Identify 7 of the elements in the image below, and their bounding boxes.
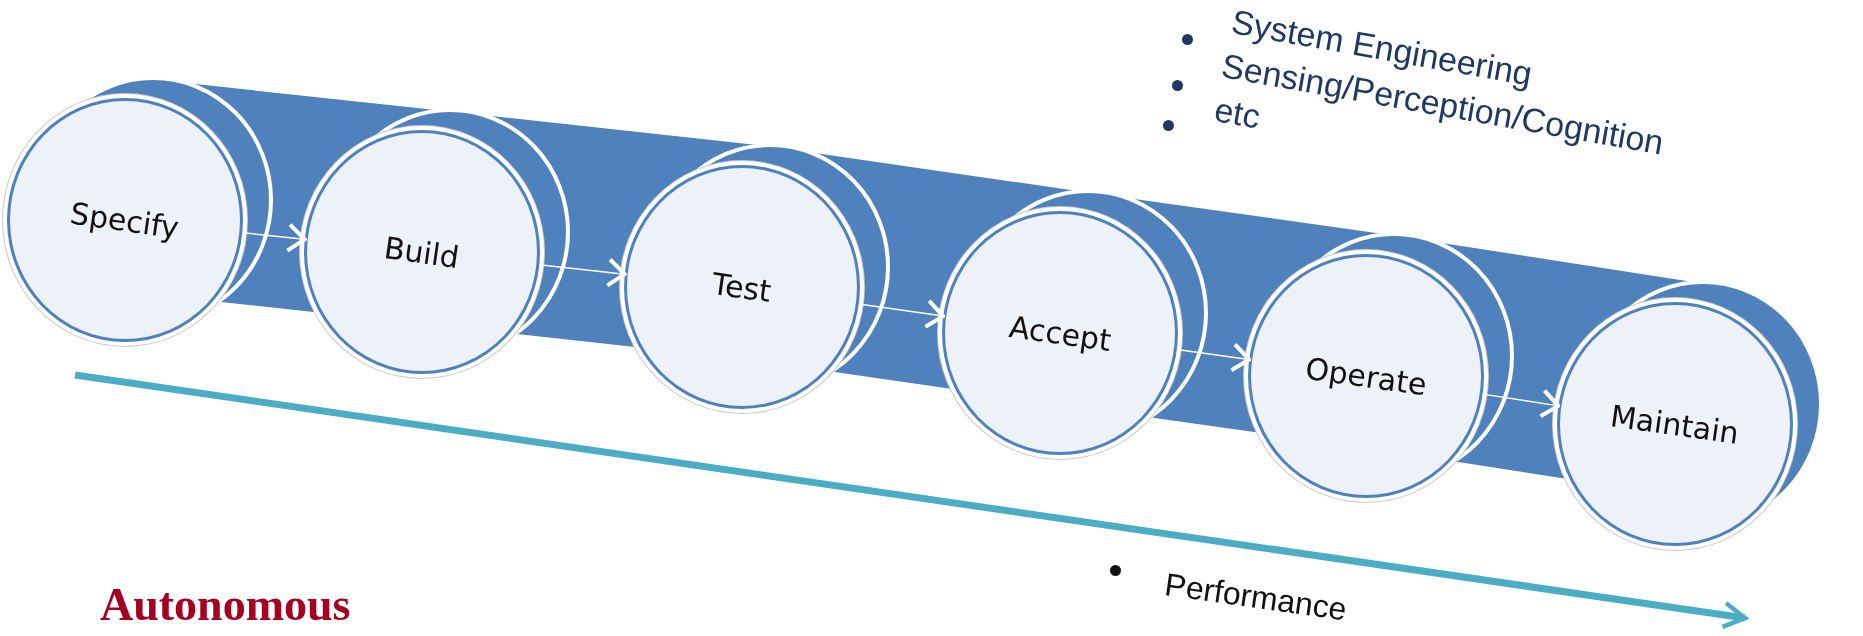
chevron-arrow (1176, 342, 1252, 373)
title-text: Autonomous (100, 578, 351, 631)
chevron-arrow (241, 222, 307, 253)
bullet-text: Performance (1162, 566, 1349, 629)
chevron-arrow (858, 298, 946, 329)
chevron-arrow (1481, 388, 1561, 419)
chevron-arrow (538, 257, 627, 288)
